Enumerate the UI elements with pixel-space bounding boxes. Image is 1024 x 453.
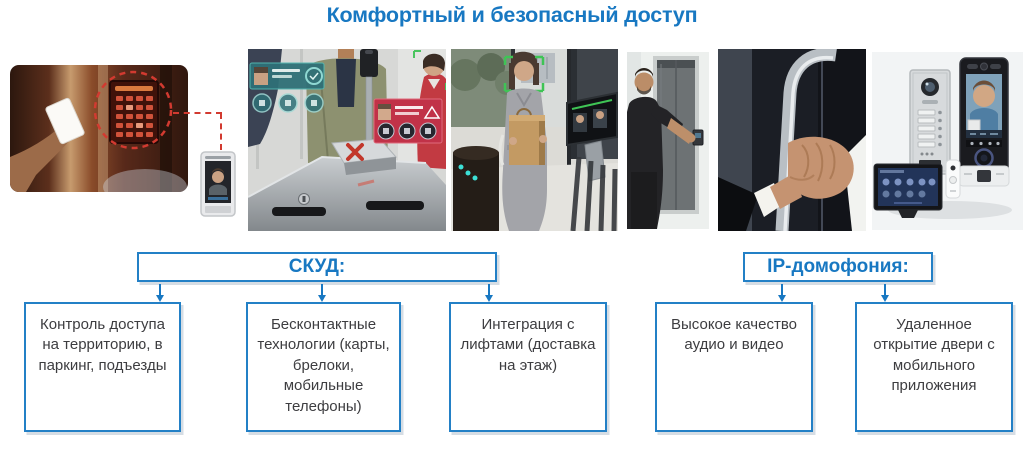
group-label-ip-intercom-text: IP-домофония: <box>767 256 909 277</box>
bollard-icon <box>453 146 499 231</box>
card-reader-illustration <box>10 65 188 192</box>
dashed-connector-horizontal <box>173 112 222 114</box>
photo-intercoms <box>872 52 1023 230</box>
man-figure <box>627 68 696 229</box>
feature-box-audio-video-quality: Высокое качество аудио и видео <box>655 302 813 432</box>
group-label-ip-intercom: IP-домофония: <box>743 252 933 282</box>
feature-box-elevator-integration: Интеграция с лифтами (доставка на этаж) <box>449 302 607 432</box>
feature-box-remote-open: Удаленное открытие двери с мобильного пр… <box>855 302 1013 432</box>
turnstile-illustration <box>248 49 446 231</box>
elevator-illustration <box>627 52 709 229</box>
photo-door-handle <box>718 49 866 231</box>
access-card-icon <box>45 97 85 145</box>
gripping-hand <box>718 136 854 231</box>
face-detect-brackets-icon <box>503 55 545 93</box>
keypad-reader-icon <box>109 80 159 144</box>
speed-gate-illustration <box>451 49 618 231</box>
arrow-down-icon <box>880 284 889 302</box>
access-granted-badge <box>249 62 325 113</box>
photo-speed-gate <box>451 49 618 231</box>
woman-figure <box>498 51 547 231</box>
gate-screen-icon <box>566 91 618 182</box>
doorbell-icon <box>945 159 961 199</box>
arrow-down-icon <box>317 284 326 302</box>
door-station-multibutton-icon <box>909 69 951 175</box>
face-terminal <box>200 151 236 217</box>
photo-elevator <box>627 52 709 229</box>
arrow-down-icon <box>777 284 786 302</box>
arrow-down-icon <box>484 284 493 302</box>
door-handle-illustration <box>718 49 866 231</box>
photo-card-reader <box>10 65 188 192</box>
dashed-connector-vertical <box>220 113 222 150</box>
group-label-skud-text: СКУД: <box>288 256 346 277</box>
group-label-skud: СКУД: <box>137 252 497 282</box>
access-denied-badge <box>373 98 443 144</box>
handle-bar-icon <box>775 49 837 231</box>
denied-x-icon <box>346 143 364 161</box>
highlight-dashed-circle <box>93 70 173 150</box>
page-title: Комфортный и безопасный доступ <box>326 3 698 27</box>
intercoms-illustration <box>872 52 1023 230</box>
indoor-monitor-icon <box>873 163 943 218</box>
arrow-down-icon <box>155 284 164 302</box>
feature-box-access-control: Контроль доступа на территорию, в паркин… <box>24 302 181 432</box>
feature-box-contactless: Бесконтактные технологии (карты, брелоки… <box>246 302 401 432</box>
gate-fence <box>570 156 618 231</box>
door-station-face-id-icon <box>958 57 1010 187</box>
face-terminal-illustration <box>200 151 236 217</box>
photo-turnstile <box>248 49 446 231</box>
